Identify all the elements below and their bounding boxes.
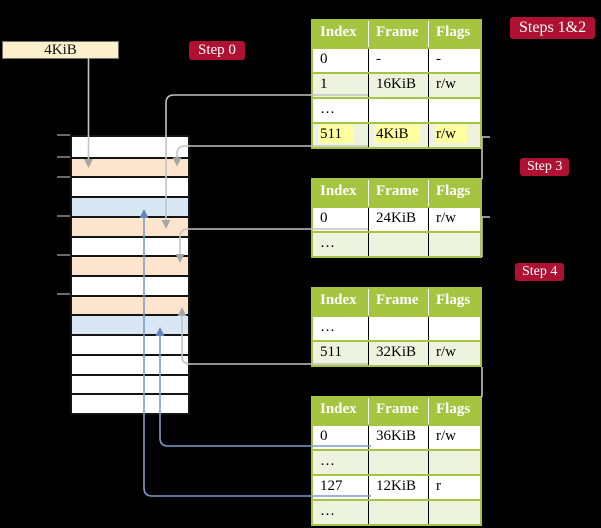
column-header-flags: Flags <box>428 289 480 315</box>
table-cell <box>368 233 428 256</box>
column-header-frame: Frame <box>368 398 428 424</box>
table-cell: 0 <box>320 428 328 444</box>
memory-row-white <box>72 235 188 256</box>
table-row: 0 -- <box>313 47 480 72</box>
table-cell <box>368 99 428 122</box>
table-cell: … <box>320 319 335 335</box>
memory-row-white <box>72 176 188 197</box>
column-header-flags: Flags <box>428 21 480 47</box>
table-cell: 1 <box>320 76 328 92</box>
table-cell: 32KiB <box>368 342 428 365</box>
table-row: 511 4KiB r/w <box>313 122 480 147</box>
table-cell: 24KiB <box>368 208 428 231</box>
table-row: … <box>313 97 480 122</box>
table-cell: r/w <box>428 426 480 449</box>
memory-row-white <box>72 373 188 394</box>
memory-row-peach <box>72 215 188 236</box>
table-cell: 16KiB <box>368 74 428 97</box>
table-cell <box>428 233 480 256</box>
steps-1-2-badge: Steps 1&2 <box>510 17 596 39</box>
memory-row-peach <box>72 255 188 275</box>
table-row: … <box>313 499 480 524</box>
table-row: … <box>313 449 480 474</box>
link-table1-to-table2 <box>481 136 490 179</box>
table-cell: … <box>320 503 335 519</box>
memory-ticks <box>57 134 70 295</box>
column-header-frame: Frame <box>368 21 428 47</box>
table-cell: r/w <box>428 342 480 365</box>
highlighted-value: r/w <box>436 126 466 142</box>
highlighted-value: 4KiB <box>376 126 419 142</box>
column-header-index: Index <box>320 24 357 40</box>
memory-row-white <box>72 334 188 354</box>
table-row: … <box>313 231 480 256</box>
table-cell: r/w <box>428 208 480 231</box>
table-cell <box>428 451 480 474</box>
table-cell: 12KiB <box>368 476 428 499</box>
table-cell: r <box>428 476 480 499</box>
memory-row-blue <box>72 314 188 335</box>
memory-row-white <box>72 137 188 157</box>
table-cell <box>428 99 480 122</box>
column-header-frame: Frame <box>368 289 428 315</box>
table-cell <box>428 501 480 524</box>
column-header-index: Index <box>320 292 357 308</box>
table-cell: r/w <box>428 74 480 97</box>
step-0-badge: Step 0 <box>189 41 245 60</box>
highlighted-value: 511 <box>320 126 352 142</box>
table-cell: 36KiB <box>368 426 428 449</box>
table-cell: 127 <box>320 478 343 494</box>
column-header-index: Index <box>320 401 357 417</box>
column-header-index: Index <box>320 183 357 199</box>
step-3-badge: Step 3 <box>520 158 570 176</box>
table-cell: 0 <box>320 210 328 226</box>
frame-size-label: 4KiB <box>2 41 119 59</box>
memory-row-blue <box>72 196 188 216</box>
memory-row-peach <box>72 294 188 315</box>
table-cell: 0 <box>320 51 328 67</box>
table-cell: - <box>368 49 428 72</box>
table-cell: 511 <box>313 124 368 147</box>
table-cell: … <box>320 235 335 251</box>
table-cell <box>368 501 428 524</box>
table-cell <box>368 451 428 474</box>
table-row: … <box>313 315 480 340</box>
memory-row-peach <box>72 156 188 177</box>
table-cell: … <box>320 101 335 117</box>
table-cell <box>428 317 480 340</box>
link-table2-to-table3 <box>481 216 490 257</box>
step-4-badge: Step 4 <box>515 263 565 281</box>
table-cell: 4KiB <box>368 124 428 147</box>
memory-row-white <box>72 353 188 374</box>
column-header-flags: Flags <box>428 180 480 206</box>
memory-row-white <box>72 274 188 295</box>
table-cell <box>368 317 428 340</box>
column-header-flags: Flags <box>428 398 480 424</box>
table-cell: 511 <box>320 344 342 360</box>
memory-row-white <box>72 393 188 413</box>
physical-memory-column <box>70 135 190 415</box>
column-header-frame: Frame <box>368 180 428 206</box>
table-cell: … <box>320 453 335 469</box>
table-cell: - <box>428 49 480 72</box>
table-cell: r/w <box>428 124 480 147</box>
